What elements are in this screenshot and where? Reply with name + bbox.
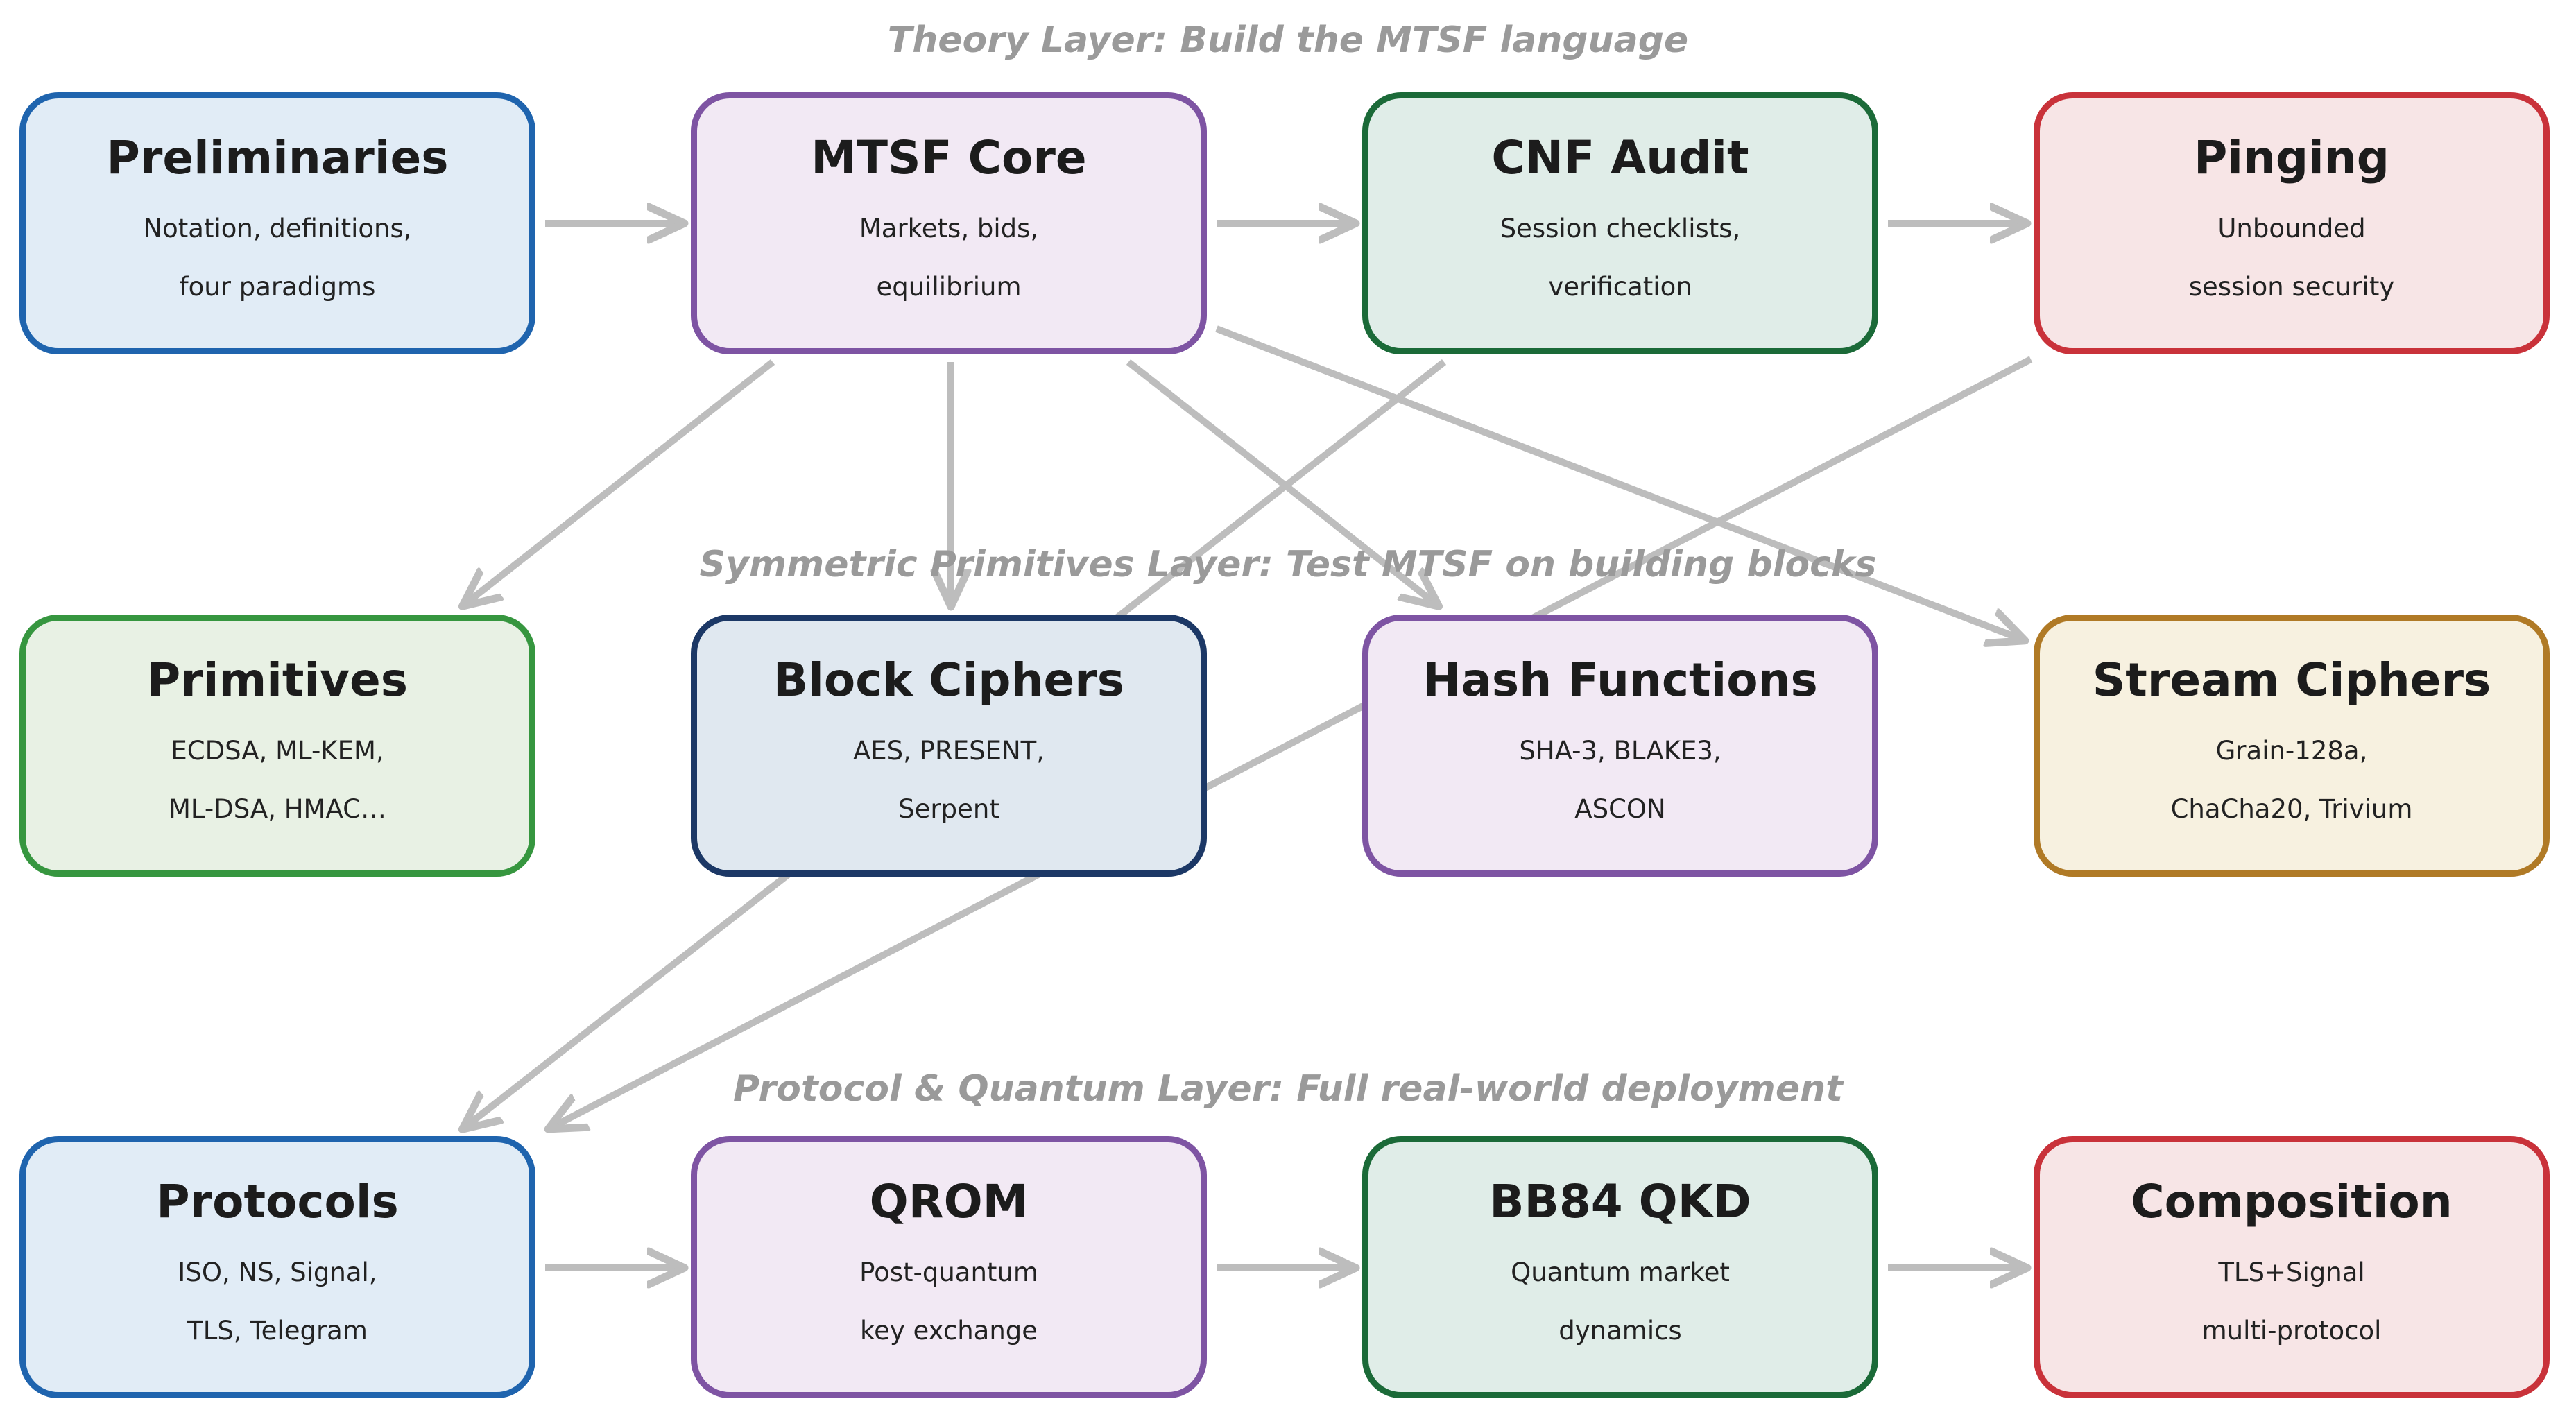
arrow-mtsf-core-to-primitives xyxy=(463,359,775,605)
node-primitives[interactable]: Primitives ECDSA, ML-KEM, ML-DSA, HMAC… xyxy=(19,615,535,877)
node-description-line: ML-DSA, HMAC… xyxy=(169,794,386,824)
node-title: BB84 QKD xyxy=(1489,1175,1751,1228)
arrow-mtsf-core-to-stream-ciphers xyxy=(1215,325,2024,640)
node-description-line: ChaCha20, Trivium xyxy=(2170,794,2413,824)
node-protocols[interactable]: Protocols ISO, NS, Signal, TLS, Telegram xyxy=(19,1136,535,1398)
node-stream-ciphers[interactable]: Stream Ciphers Grain-128a, ChaCha20, Tri… xyxy=(2034,615,2550,877)
node-description-line: AES, PRESENT, xyxy=(852,736,1045,766)
node-title: CNF Audit xyxy=(1491,131,1749,184)
node-description-line: Session checklists, xyxy=(1500,214,1741,243)
node-title: Protocols xyxy=(156,1175,399,1228)
protocol-quantum-layer-title: Protocol & Quantum Layer: Full real-worl… xyxy=(733,1068,1843,1110)
node-description-line: multi-protocol xyxy=(2201,1316,2382,1346)
node-description-line: Grain-128a, xyxy=(2215,736,2368,766)
node-title: Block Ciphers xyxy=(773,653,1125,707)
node-preliminaries[interactable]: Preliminaries Notation, definitions, fou… xyxy=(19,92,535,354)
node-mtsf-core[interactable]: MTSF Core Markets, bids, equilibrium xyxy=(691,92,1207,354)
node-pinging[interactable]: Pinging Unbounded session security xyxy=(2034,92,2550,354)
node-description-line: four paradigms xyxy=(179,272,376,302)
node-qrom[interactable]: QROM Post-quantum key exchange xyxy=(691,1136,1207,1398)
node-description-line: ECDSA, ML-KEM, xyxy=(171,736,384,766)
node-title: Primitives xyxy=(146,653,409,707)
node-description-line: ASCON xyxy=(1574,794,1666,824)
node-title: MTSF Core xyxy=(811,131,1087,184)
node-description-line: TLS, Telegram xyxy=(187,1316,368,1346)
node-description-line: Markets, bids, xyxy=(859,214,1039,243)
symmetric-primitives-layer-title: Symmetric Primitives Layer: Test MTSF on… xyxy=(699,544,1877,585)
arrow-pinging-to-protocols xyxy=(549,356,2033,1128)
node-bb84-qkd[interactable]: BB84 QKD Quantum market dynamics xyxy=(1362,1136,1878,1398)
node-description-line: verification xyxy=(1548,272,1692,302)
node-description-line: session security xyxy=(2188,272,2395,302)
node-title: Hash Functions xyxy=(1423,653,1818,707)
node-description-line: Post-quantum xyxy=(859,1257,1038,1287)
node-hash-functions[interactable]: Hash Functions SHA-3, BLAKE3, ASCON xyxy=(1362,615,1878,877)
theory-layer-title: Theory Layer: Build the MTSF language xyxy=(887,19,1689,61)
node-description-line: key exchange xyxy=(859,1316,1038,1346)
node-title: Pinging xyxy=(2193,131,2390,184)
node-description-line: equilibrium xyxy=(876,272,1022,302)
node-title: Composition xyxy=(2131,1175,2453,1228)
node-description-line: ISO, NS, Signal, xyxy=(178,1257,377,1287)
node-description-line: dynamics xyxy=(1559,1316,1682,1346)
node-description-line: Serpent xyxy=(898,794,999,824)
node-description-line: Quantum market xyxy=(1511,1257,1730,1287)
node-title: Stream Ciphers xyxy=(2092,653,2491,707)
node-description-line: Unbounded xyxy=(2217,214,2366,243)
node-description-line: Notation, definitions, xyxy=(143,214,412,243)
node-description-line: SHA-3, BLAKE3, xyxy=(1519,736,1721,766)
node-title: QROM xyxy=(869,1175,1029,1228)
node-composition[interactable]: Composition TLS+Signal multi-protocol xyxy=(2034,1136,2550,1398)
node-title: Preliminaries xyxy=(106,131,449,184)
node-description-line: TLS+Signal xyxy=(2218,1257,2365,1287)
node-block-ciphers[interactable]: Block Ciphers AES, PRESENT, Serpent xyxy=(691,615,1207,877)
node-cnf-audit[interactable]: CNF Audit Session checklists, verificati… xyxy=(1362,92,1878,354)
